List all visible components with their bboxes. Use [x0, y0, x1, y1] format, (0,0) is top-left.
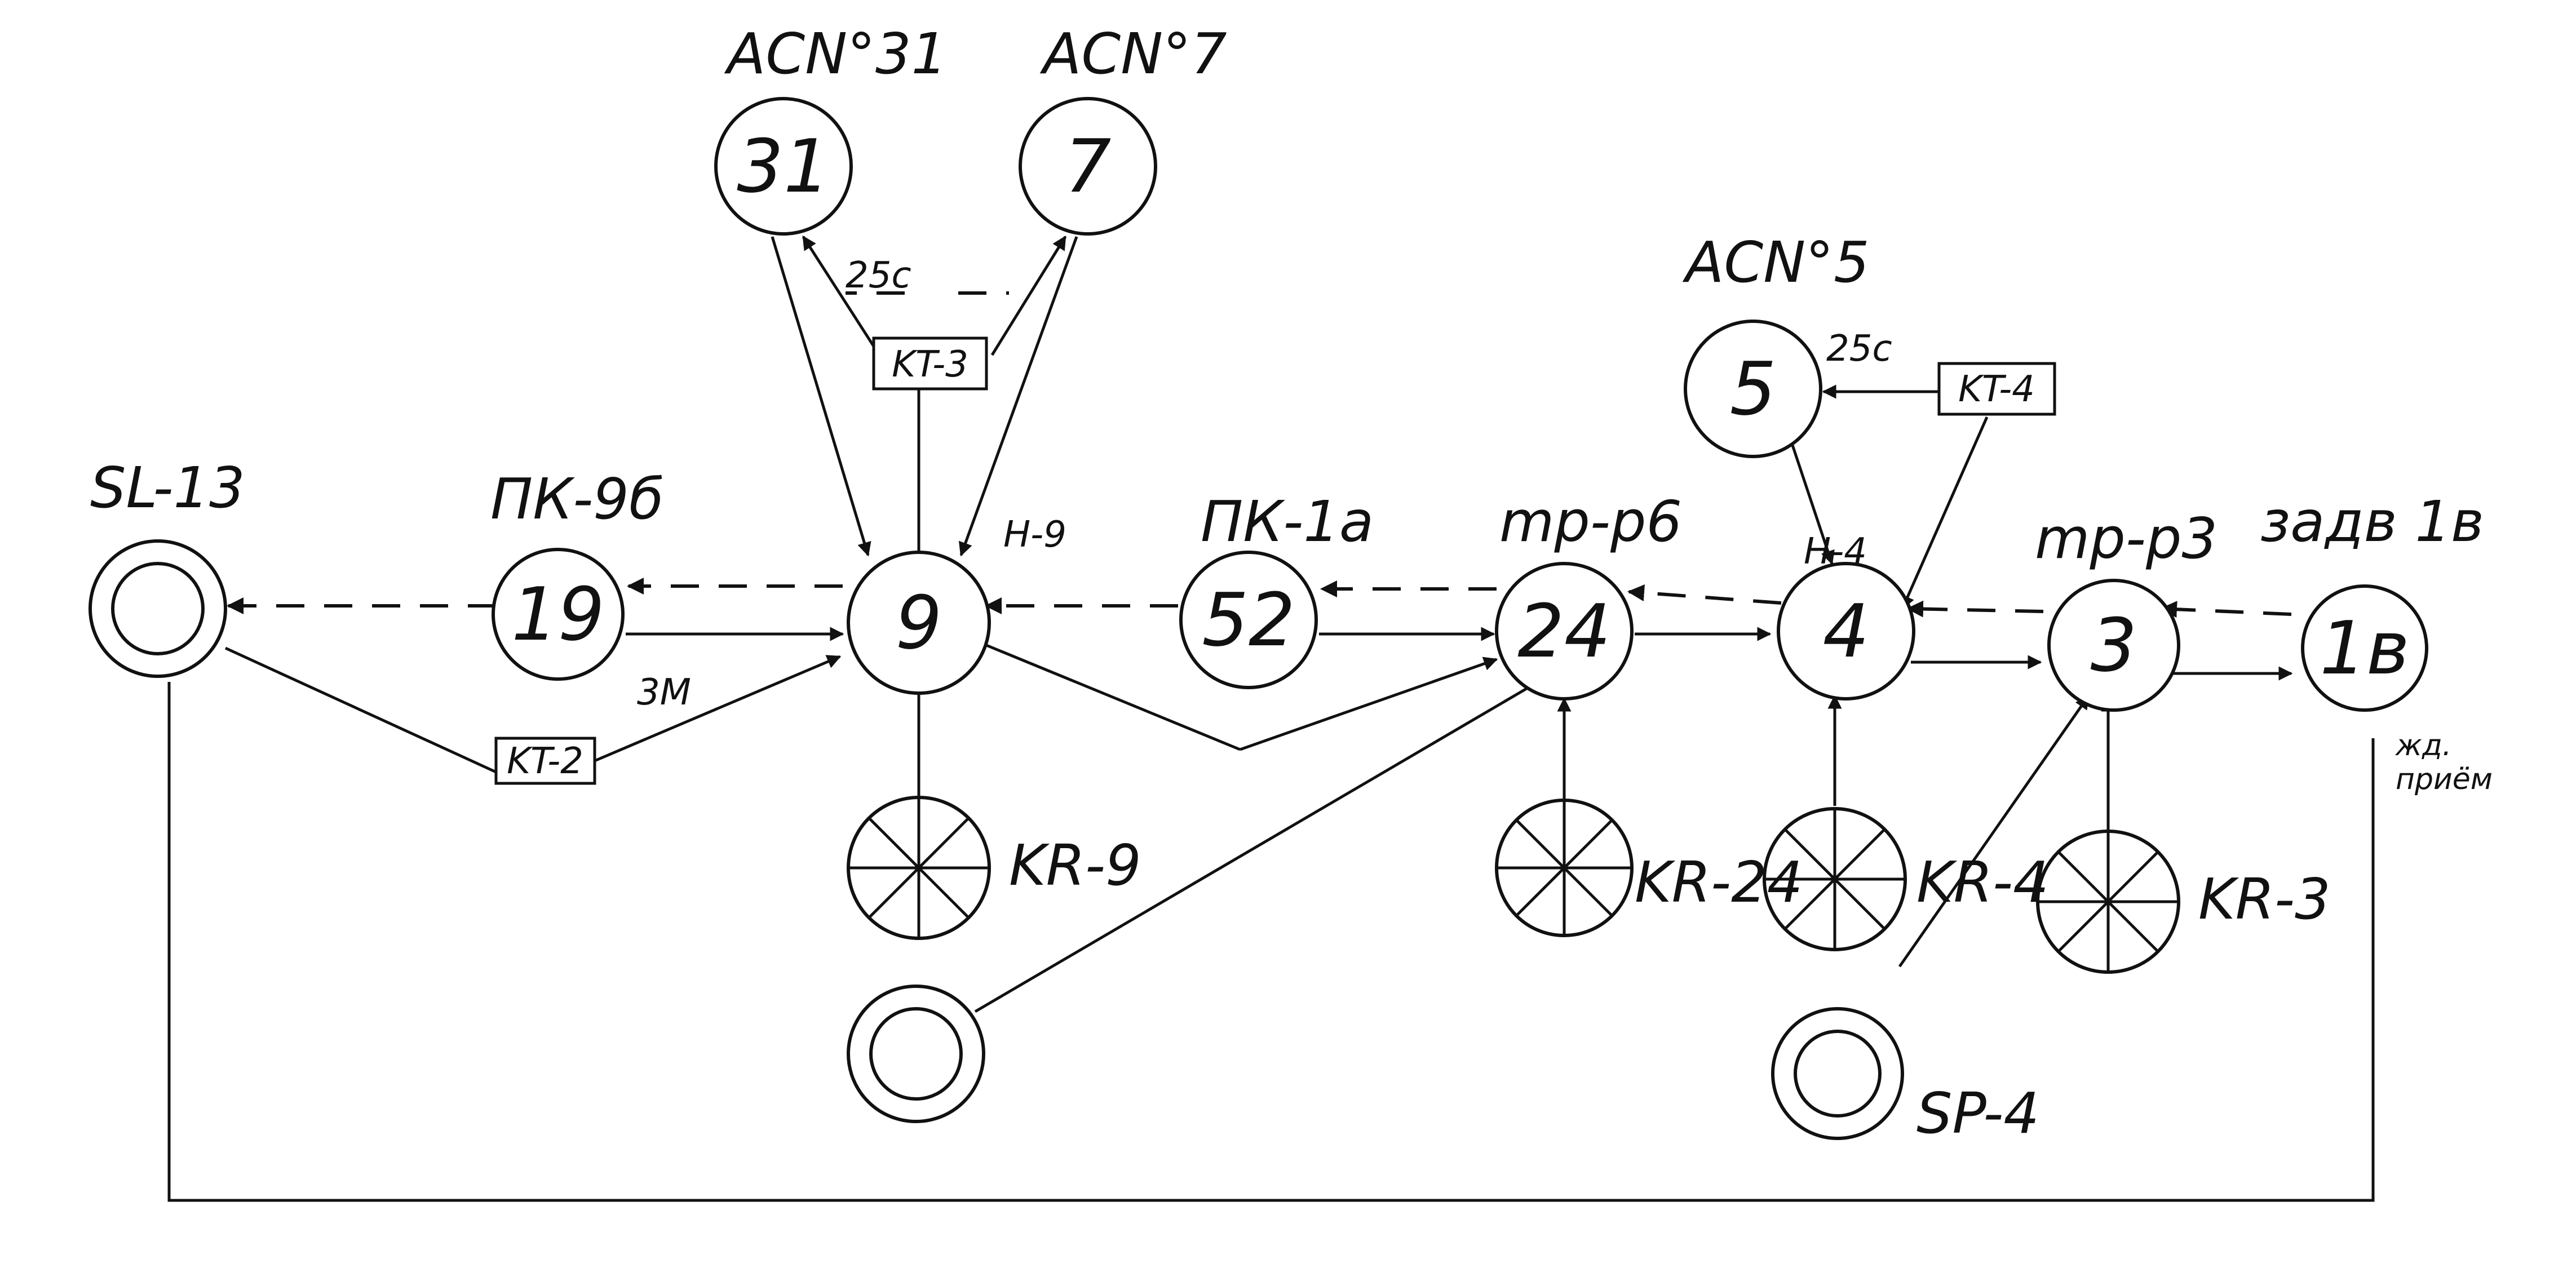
label-trr6: mp-p6 [1499, 489, 1682, 555]
label-acn31: ACN°31 [724, 21, 947, 87]
svg-text:19: 19 [511, 571, 604, 657]
label-sp4: SP-4 [1916, 1080, 2039, 1146]
label-kr9: KR-9 [1009, 832, 1141, 898]
label-acn5: ACN°5 [1682, 229, 1870, 295]
kt4-box: KT-4 [1937, 362, 2056, 416]
svg-text:KT-3: KT-3 [892, 344, 968, 385]
node-1v: 1в [2301, 584, 2428, 712]
label-h4: H-4 [1804, 531, 1867, 573]
label-h9: H-9 [1003, 514, 1066, 556]
label-zadv: задв 1в [2260, 489, 2484, 555]
svg-text:KT-2: KT-2 [507, 741, 583, 782]
node-9: 9 [847, 551, 991, 695]
svg-text:52: 52 [1202, 577, 1295, 663]
label-25c-right: 25c [1826, 328, 1892, 370]
node-bottom-ring [847, 985, 985, 1123]
node-7: 7 [1019, 97, 1157, 236]
svg-text:31: 31 [737, 123, 830, 209]
node-sl13 [88, 539, 227, 678]
label-3m: 3M [637, 672, 691, 713]
svg-text:7: 7 [1065, 123, 1112, 209]
svg-text:4: 4 [1823, 588, 1870, 674]
label-kr24: KR-24 [1635, 849, 1803, 915]
svg-text:3: 3 [2091, 602, 2137, 688]
label-kr3: KR-3 [2198, 866, 2331, 932]
svg-text:5: 5 [1730, 346, 1777, 432]
node-4: 4 [1777, 562, 1915, 700]
node-5: 5 [1684, 320, 1822, 458]
label-zhd: жд. [2395, 729, 2451, 762]
label-kr4: KR-4 [1916, 849, 2049, 915]
node-24: 24 [1495, 562, 1634, 700]
label-priem: приём [2396, 762, 2493, 796]
node-sp4-ring [1771, 1007, 1904, 1140]
node-3: 3 [2047, 579, 2180, 712]
kr24-pump-icon [1495, 799, 1634, 937]
kt2-box: KT-2 [494, 737, 596, 785]
solid-edges [167, 235, 2375, 1202]
svg-text:9: 9 [896, 580, 942, 666]
kr9-pump-icon [847, 796, 991, 940]
label-pk1a: ПК-1a [1201, 489, 1374, 555]
svg-text:24: 24 [1517, 588, 1610, 674]
node-31: 31 [714, 97, 853, 236]
kr3-pump-icon [2036, 830, 2180, 974]
label-trr3: mp-p3 [2035, 506, 2218, 571]
kr4-pump-icon [1763, 807, 1907, 951]
label-25c-top: 25c [846, 255, 911, 296]
dashed-edges [227, 291, 2292, 618]
kt3-box: KT-3 [872, 336, 988, 391]
label-acn7: ACN°7 [1039, 21, 1227, 87]
svg-text:1в: 1в [2320, 605, 2409, 691]
svg-text:KT-4: KT-4 [1958, 369, 2035, 410]
label-sl13: SL-13 [90, 455, 245, 521]
node-52: 52 [1179, 551, 1318, 689]
label-pk9b: ПК-9б [490, 466, 664, 532]
node-19: 19 [492, 548, 625, 681]
